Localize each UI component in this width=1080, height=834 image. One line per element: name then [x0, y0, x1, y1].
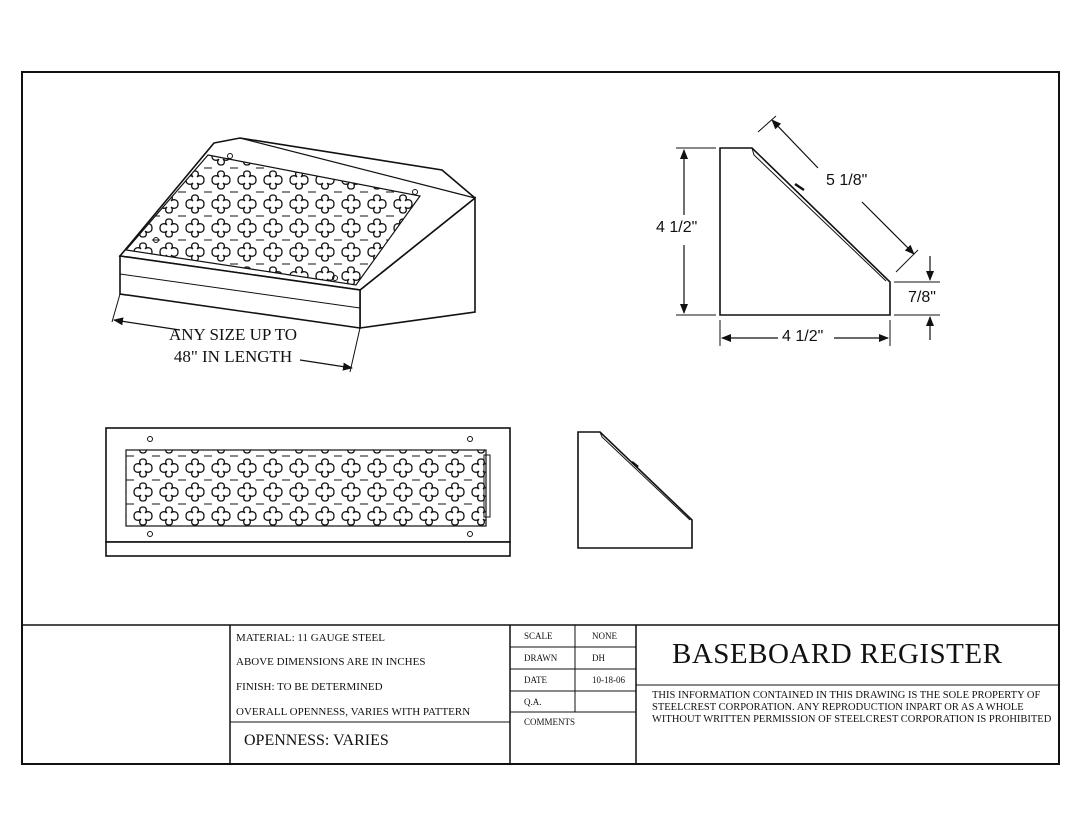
- isometric-view: [111, 137, 477, 373]
- front-view: [105, 427, 511, 557]
- material-note: MATERIAL: 11 GAUGE STEEL: [236, 632, 385, 644]
- comments-label: COMMENTS: [524, 717, 576, 727]
- drawn-label: DRAWN: [524, 653, 558, 663]
- date-value: 10-18-06: [592, 675, 625, 685]
- size-note: ANY SIZE UP TO 48" IN LENGTH: [148, 324, 318, 368]
- drawing-title: BASEBOARD REGISTER: [672, 638, 1003, 670]
- drawn-value: DH: [592, 653, 605, 663]
- openness-note: OVERALL OPENNESS, VARIES WITH PATTERN: [236, 706, 471, 718]
- side-profile-view: [676, 115, 940, 346]
- size-note-line1: ANY SIZE UP TO: [169, 325, 297, 344]
- iso-ridge: [239, 137, 476, 199]
- date-label: DATE: [524, 675, 547, 685]
- front-grille: [125, 449, 487, 527]
- height-dimension-label: 4 1/2": [654, 219, 700, 237]
- small-side-view: [577, 431, 693, 549]
- lip-dimension-label: 7/8": [906, 289, 938, 307]
- openness-value: OPENNESS: VARIES: [244, 732, 389, 749]
- front-lip: [105, 541, 511, 557]
- ownership-notice: THIS INFORMATION CONTAINED IN THIS DRAWI…: [652, 690, 1052, 725]
- dimensions-note: ABOVE DIMENSIONS ARE IN INCHES: [236, 656, 426, 668]
- iso-grille: [124, 154, 422, 286]
- profile-outline: [719, 147, 891, 316]
- small-profile-outline: [577, 431, 693, 549]
- depth-dimension-label: 4 1/2": [780, 328, 826, 346]
- finish-note: FINISH: TO BE DETERMINED: [236, 681, 383, 693]
- scale-label: SCALE: [524, 631, 553, 641]
- title-block: [22, 624, 1059, 764]
- sheet-border: [21, 71, 1060, 765]
- face-dimension-label: 5 1/8": [824, 172, 870, 190]
- qa-label: Q.A.: [524, 697, 542, 707]
- scale-value: NONE: [592, 631, 617, 641]
- size-note-line2: 48" IN LENGTH: [173, 347, 293, 366]
